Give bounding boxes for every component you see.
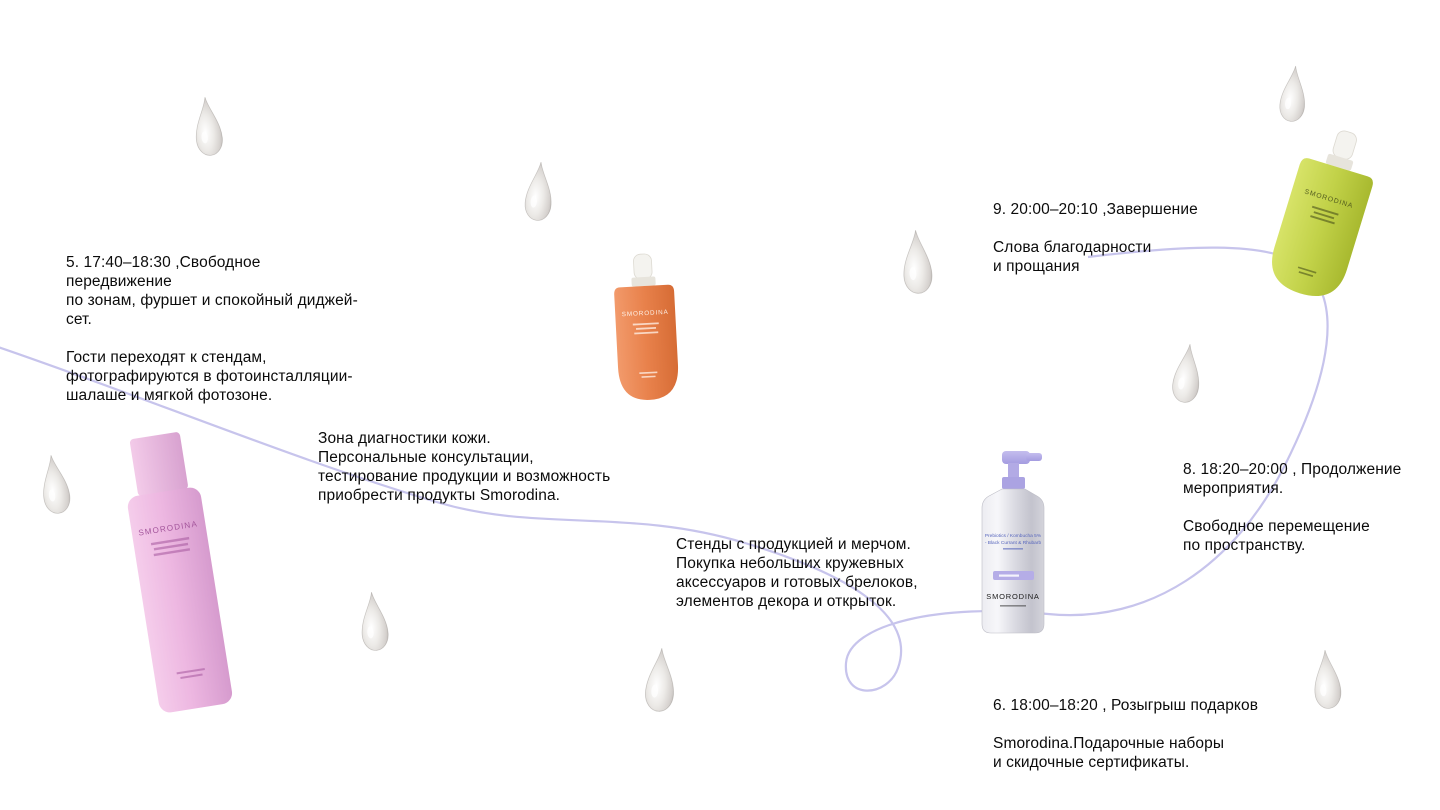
dropper-collar bbox=[631, 276, 656, 287]
bottle-body bbox=[1272, 158, 1373, 297]
bottle-body bbox=[981, 488, 1045, 634]
label-fine-print bbox=[632, 322, 659, 378]
label-fine-print bbox=[150, 536, 205, 679]
stands-note-text: Стенды с продукцией и мерчом. Покупка не… bbox=[676, 536, 918, 610]
schedule-item-5-heading: 5. 17:40–18:30 ,Свободное передвижение п… bbox=[66, 254, 358, 328]
schedule-item-8: 8. 18:20–20:00 , Продолжение мероприятия… bbox=[1183, 460, 1423, 555]
schedule-item-9: 9. 20:00–20:10 ,Завершение Слова благода… bbox=[993, 200, 1253, 276]
pearl-drop-icon bbox=[1311, 648, 1343, 710]
label-fine-print bbox=[1297, 205, 1339, 278]
connecting-curve-line bbox=[0, 246, 1329, 692]
bottle-body bbox=[614, 284, 678, 400]
zone-note-text: Зона диагностики кожи. Персональные конс… bbox=[318, 430, 611, 504]
pearl-drop-icon bbox=[643, 646, 677, 713]
pearl-drop-icon bbox=[358, 590, 391, 653]
pearl-drop-icon bbox=[901, 228, 934, 295]
ingredients-label-line2: - Black Currant & Rhubarb bbox=[985, 540, 1042, 546]
zone-note: Зона диагностики кожи. Персональные конс… bbox=[318, 429, 618, 505]
schedule-item-8-heading: 8. 18:20–20:00 , Продолжение мероприятия… bbox=[1183, 461, 1402, 497]
pearl-drop-icon bbox=[1170, 342, 1204, 405]
product-green-serum-bottle: SMORODINA bbox=[1272, 130, 1373, 297]
schedule-item-9-body: Слова благодарности и прощания bbox=[993, 239, 1152, 275]
product-pink-spray-bottle: SMORODINA bbox=[127, 432, 233, 713]
pump-dispenser bbox=[1002, 451, 1042, 489]
dropper-collar bbox=[1325, 153, 1354, 171]
schedule-item-8-body: Свободное перемещение по пространству. bbox=[1183, 518, 1370, 554]
bottle-cap bbox=[129, 432, 188, 497]
label-band-text bbox=[999, 574, 1019, 577]
product-pump-bottle: Prebiotics / Kombucha 5% - Black Currant… bbox=[981, 451, 1045, 634]
brand-label: SMORODINA bbox=[622, 309, 669, 318]
stands-note: Стенды с продукцией и мерчом. Покупка не… bbox=[676, 535, 936, 611]
schedule-item-9-heading: 9. 20:00–20:10 ,Завершение bbox=[993, 201, 1198, 218]
schedule-item-6: 6. 18:00–18:20 , Розыгрыш подарков Smoro… bbox=[993, 696, 1273, 772]
product-orange-serum-bottle: SMORODINA bbox=[614, 253, 678, 400]
schedule-item-6-body: Smorodina.Подарочные наборы и скидочные … bbox=[993, 735, 1225, 771]
pearl-drop-icon bbox=[523, 160, 555, 222]
schedule-item-6-heading: 6. 18:00–18:20 , Розыгрыш подарков bbox=[993, 697, 1259, 714]
schedule-item-5: 5. 17:40–18:30 ,Свободное передвижение п… bbox=[66, 253, 366, 405]
label-fine-print bbox=[1003, 548, 1023, 550]
pearl-drop-icon bbox=[191, 95, 225, 158]
schedule-item-5-body: Гости переходят к стендам, фотографируют… bbox=[66, 349, 353, 404]
ingredients-label-line1: Prebiotics / Kombucha 5% bbox=[985, 533, 1042, 539]
label-fine-print-bottom bbox=[1000, 605, 1026, 607]
dropper-cap bbox=[633, 253, 653, 280]
pearl-drop-icon bbox=[37, 452, 73, 516]
brand-label: SMORODINA bbox=[986, 592, 1039, 601]
bottle-body bbox=[127, 487, 233, 713]
